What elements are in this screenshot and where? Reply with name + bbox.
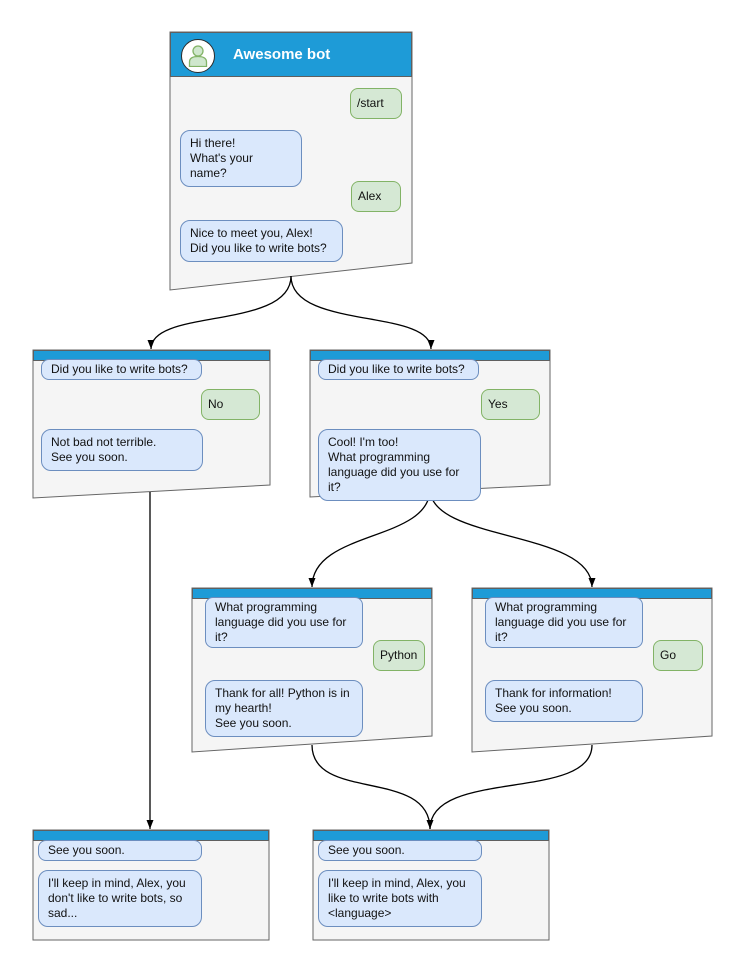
message-bubble-see-you-soon: See you soon. bbox=[38, 840, 202, 861]
bot-name-title: Awesome bot bbox=[233, 46, 331, 63]
message-bubble-cool-im-too: Cool! I'm too! What programming language… bbox=[318, 429, 481, 501]
message-bubble-greeting: Hi there! What's your name? bbox=[180, 130, 302, 187]
message-bubble-yes-reply: Yes bbox=[481, 389, 540, 420]
message-bubble-start-command: /start bbox=[350, 88, 402, 119]
message-bubble-question-repeat: Did you like to write bots? bbox=[318, 359, 479, 380]
message-bubble-no-reply: No bbox=[201, 389, 260, 420]
start-window-titlebar: Awesome bot bbox=[170, 32, 412, 77]
message-bubble-language-question: What programming language did you use fo… bbox=[485, 597, 643, 648]
edge-start-to-no bbox=[147, 275, 292, 350]
edge-yes-to-go bbox=[429, 488, 596, 588]
message-bubble-not-bad: Not bad not terrible. See you soon. bbox=[41, 429, 203, 471]
message-bubble-thanks-info: Thank for information! See you soon. bbox=[485, 680, 643, 722]
message-bubble-nice-to-meet: Nice to meet you, Alex! Did you like to … bbox=[180, 220, 343, 262]
bot-avatar bbox=[181, 39, 215, 73]
message-bubble-language-question: What programming language did you use fo… bbox=[205, 597, 363, 648]
edge-python-to-end bbox=[311, 744, 434, 830]
message-bubble-go-reply: Go bbox=[653, 640, 703, 671]
edge-go-to-end bbox=[429, 744, 593, 830]
message-bubble-name-reply: Alex bbox=[351, 181, 401, 212]
edge-yes-to-python bbox=[308, 488, 431, 588]
person-icon bbox=[188, 45, 208, 67]
message-bubble-keep-in-mind-sad: I'll keep in mind, Alex, you don't like … bbox=[38, 870, 202, 927]
message-bubble-thanks-python: Thank for all! Python is in my hearth! S… bbox=[205, 680, 363, 737]
message-bubble-keep-in-mind-language: I'll keep in mind, Alex, you like to wri… bbox=[318, 870, 482, 927]
message-bubble-question-repeat: Did you like to write bots? bbox=[41, 359, 202, 380]
message-bubble-see-you-soon: See you soon. bbox=[318, 840, 482, 861]
message-bubble-python-reply: Python bbox=[373, 640, 425, 671]
edge-start-to-yes bbox=[290, 275, 435, 350]
